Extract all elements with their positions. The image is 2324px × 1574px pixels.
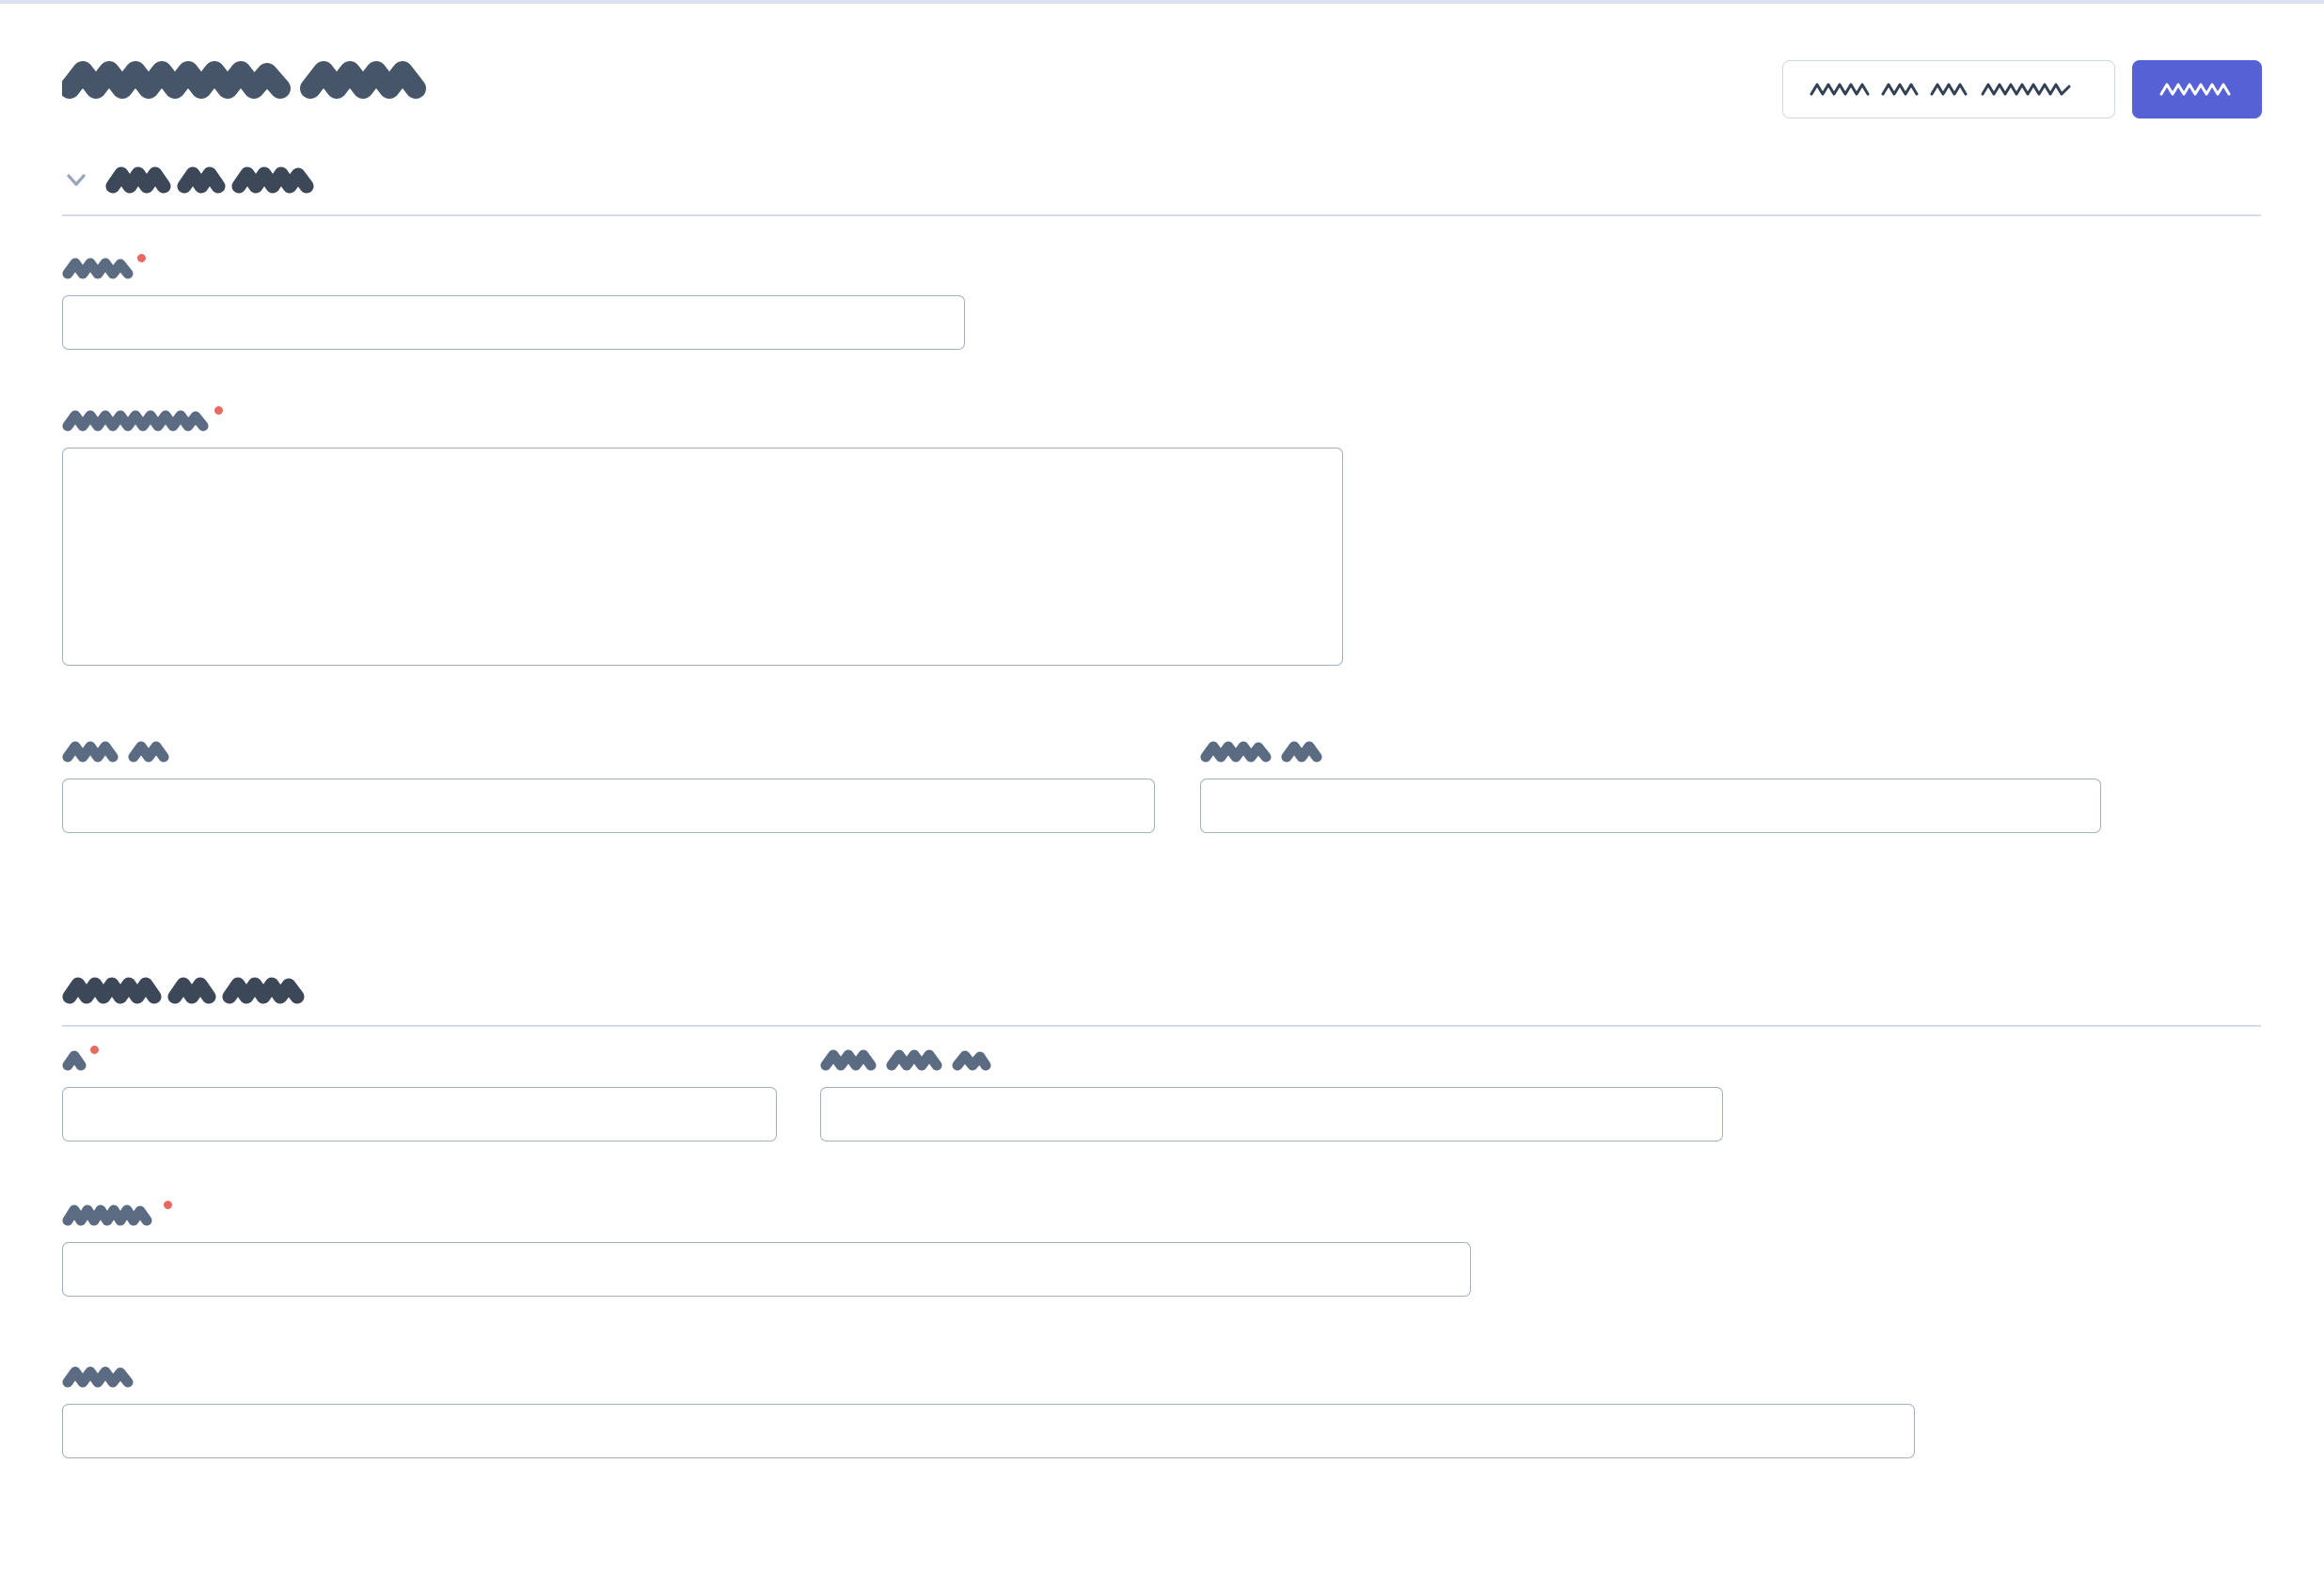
section-two-divider	[62, 1025, 2261, 1027]
field-left-pair	[62, 739, 1155, 833]
section-two-title	[62, 976, 335, 1004]
field-name-label-text	[62, 256, 134, 280]
page-header	[62, 53, 2262, 122]
field-notes-label	[62, 1364, 1915, 1389]
field-left-pair-label-text	[62, 739, 179, 763]
section-one-header[interactable]	[62, 162, 2261, 197]
primary-action-label	[2158, 79, 2237, 100]
section-one	[62, 162, 2261, 216]
field-right-pair-label	[1200, 739, 2101, 763]
field-notes-label-text	[62, 1364, 137, 1389]
section-two-header	[62, 972, 2261, 1008]
secondary-action-button[interactable]	[1782, 60, 2115, 118]
top-accent-rule	[0, 0, 2324, 4]
section-one-divider	[62, 214, 2261, 216]
field-description-textarea[interactable]	[62, 448, 1343, 666]
field-description	[62, 406, 1343, 666]
field-address-label	[62, 1201, 1471, 1227]
field-id-input[interactable]	[62, 1087, 777, 1141]
form-page	[0, 4, 2324, 1574]
page-title	[62, 60, 457, 100]
field-code-input[interactable]	[820, 1087, 1723, 1141]
field-name-input[interactable]	[62, 295, 965, 350]
field-id-label	[62, 1046, 777, 1072]
field-description-label-text	[62, 408, 211, 433]
field-left-pair-input[interactable]	[62, 779, 1155, 833]
primary-action-button[interactable]	[2132, 60, 2262, 118]
field-notes	[62, 1364, 1915, 1458]
field-right-pair	[1200, 739, 2101, 833]
field-id-label-text	[62, 1047, 87, 1072]
header-actions	[1782, 60, 2262, 118]
required-marker	[90, 1046, 99, 1054]
field-address	[62, 1201, 1471, 1297]
required-marker	[214, 406, 223, 415]
field-code-label-text	[820, 1047, 993, 1072]
field-address-input[interactable]	[62, 1242, 1471, 1297]
field-name	[62, 254, 965, 350]
field-name-label	[62, 254, 965, 280]
section-one-title	[105, 165, 324, 194]
field-right-pair-input[interactable]	[1200, 779, 2101, 833]
required-marker	[164, 1201, 172, 1209]
section-two	[62, 972, 2261, 1027]
field-id	[62, 1046, 777, 1141]
secondary-action-label	[1808, 79, 2090, 100]
field-right-pair-label-text	[1200, 739, 1332, 763]
field-code	[820, 1047, 1723, 1141]
field-description-label	[62, 406, 1343, 433]
field-address-label-text	[62, 1203, 160, 1227]
field-notes-input[interactable]	[62, 1404, 1915, 1458]
field-left-pair-label	[62, 739, 1155, 763]
field-code-label	[820, 1047, 1723, 1072]
chevron-down-icon[interactable]	[62, 165, 90, 194]
required-marker	[137, 254, 146, 262]
